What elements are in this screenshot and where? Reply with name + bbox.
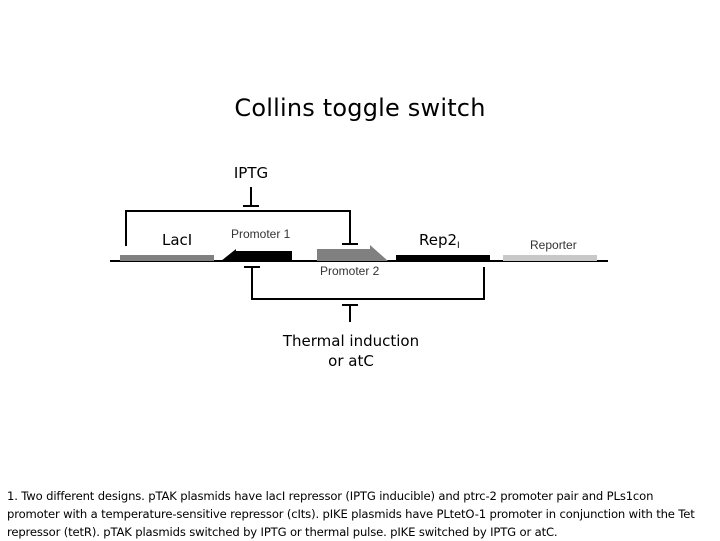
footnote-line: repressor (tetR). pTAK plasmids switched… bbox=[7, 525, 558, 539]
promoter-1-arrow bbox=[221, 249, 292, 261]
footnote-line: 1. Two different designs. pTAK plasmids … bbox=[7, 489, 654, 503]
rep2-repression-line bbox=[251, 267, 485, 300]
reporter-label: Reporter bbox=[530, 238, 577, 252]
promoter-2-label: Promoter 2 bbox=[320, 264, 380, 278]
laci-label: LacI bbox=[162, 231, 192, 249]
iptg-label: IPTG bbox=[233, 164, 269, 182]
laci-repression-line bbox=[125, 210, 351, 246]
rep2-label-main: Rep2 bbox=[419, 231, 457, 249]
thermal-induction-line1: Thermal induction bbox=[282, 332, 420, 350]
reporter-gene bbox=[503, 255, 597, 261]
slide-title: Collins toggle switch bbox=[234, 94, 486, 122]
footnote-line: promoter with a temperature-sensitive re… bbox=[7, 507, 695, 521]
promoter-2-arrow bbox=[317, 245, 388, 261]
thermal-induction-label: Thermal induction or atC bbox=[261, 331, 441, 371]
promoter-1-label: Promoter 1 bbox=[231, 227, 291, 241]
laci-gene bbox=[120, 255, 214, 261]
rep2-label: Rep2I bbox=[419, 231, 460, 251]
rep2-gene bbox=[396, 255, 490, 262]
thermal-induction-line2: or atC bbox=[328, 352, 374, 370]
footnote: 1. Two different designs. pTAK plasmids … bbox=[7, 487, 719, 541]
rep2-label-subscript: I bbox=[457, 241, 460, 251]
